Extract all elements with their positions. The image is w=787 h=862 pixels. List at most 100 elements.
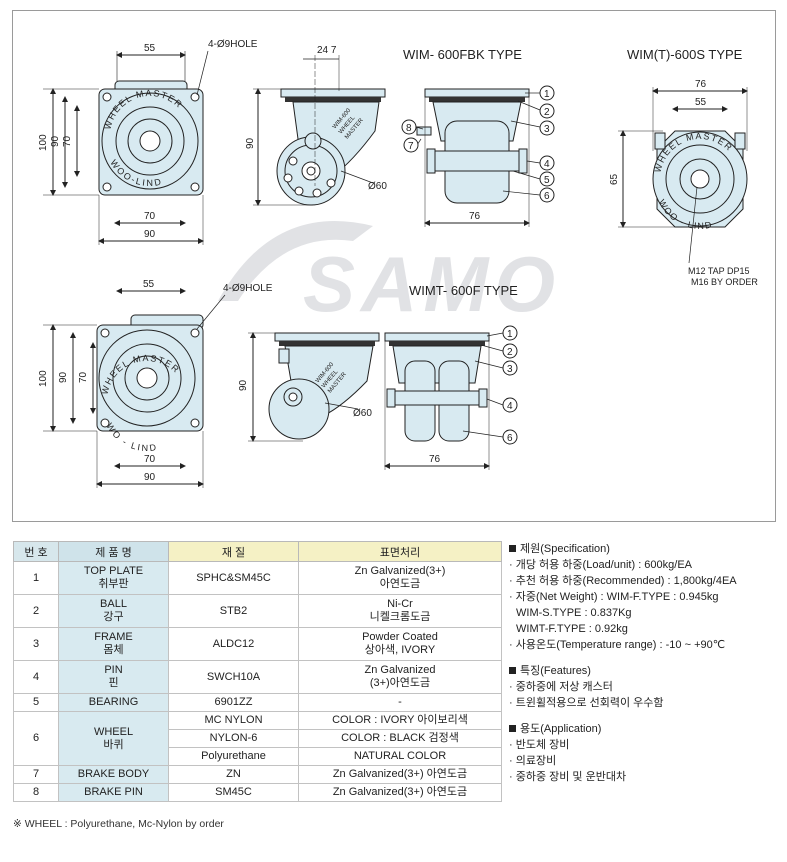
- row-material: STB2: [168, 594, 299, 628]
- features-section: 특징(Features) · 중하중에 저상 캐스터 · 트윈휠적용으로 선회력…: [509, 663, 779, 711]
- f-callout-3: 3: [507, 364, 513, 375]
- name-ko: 강구: [103, 611, 124, 623]
- row-material: SPHC&SM45C: [168, 561, 299, 595]
- row-no: 3: [13, 627, 59, 661]
- f-callout-2: 2: [507, 347, 513, 358]
- callout-3: 3: [544, 124, 550, 135]
- dim-90: 90: [50, 135, 61, 147]
- name-ko: 취부판: [98, 578, 129, 590]
- title-f: WIMT- 600F TYPE: [409, 283, 518, 298]
- application-line: · 반도체 장비: [509, 739, 570, 751]
- application-section: 용도(Application) · 반도체 장비 · 의료장비 · 중하중 장비…: [509, 721, 779, 785]
- fbk-callouts: 1 2 3 4 5 6 7 8: [401, 85, 555, 203]
- tap-label-2: M16 BY ORDER: [691, 277, 758, 287]
- tap-label-1: M12 TAP DP15: [688, 266, 750, 276]
- row-no: 8: [13, 783, 59, 802]
- dim-76-s: 76: [695, 79, 707, 90]
- table-subrow: NYLON-6 COLOR : BLACK 검정색: [14, 729, 502, 748]
- row-no: 4: [13, 660, 59, 694]
- table-row: 8 BRAKE PIN SM45C Zn Galvanized(3+) 아연도금: [13, 783, 502, 802]
- spec-line: · 개당 허용 하중(Load/unit) : 600kg/EA: [509, 559, 693, 571]
- name-ko: 바퀴: [103, 738, 124, 751]
- table-row: 7 BRAKE BODY ZN Zn Galvanized(3+) 아연도금: [13, 765, 502, 784]
- row-material: ALDC12: [168, 627, 299, 661]
- row-no: 5: [13, 693, 59, 712]
- bullet-square-icon: [509, 666, 516, 674]
- title-fbk: WIM- 600FBK TYPE: [403, 47, 522, 62]
- name-en: FRAME: [94, 631, 133, 643]
- finish-line: Zn Galvanized: [364, 664, 436, 676]
- s-type-view: WIM(T)-600S TYPE WHEEL MASTER WOO - LIND…: [609, 47, 758, 287]
- spec-line: · 자중(Net Weight) : WIM-F.TYPE : 0.945kg: [509, 591, 719, 603]
- dim-55-s: 55: [695, 97, 707, 108]
- spec-title-text: 제원(Specification): [520, 543, 610, 555]
- f-callouts: 1 2 3 4 6: [462, 325, 518, 445]
- spec-title: 제원(Specification): [509, 541, 779, 557]
- f-top-view: WHEEL MASTER WO - LIND 55 4-Ø9HOLE 100 9…: [38, 279, 273, 488]
- callout-7: 7: [408, 141, 414, 152]
- finish-line: (3+)아연도금: [369, 677, 431, 689]
- row-name: BRAKE BODY: [58, 765, 169, 784]
- dim-90-f: 90: [58, 371, 69, 383]
- row-no: 6: [13, 711, 59, 766]
- spec-line: · 사용온도(Temperature range) : -10 ~ +90℃: [509, 639, 726, 651]
- spec-line: WIMT-F.TYPE : 0.92kg: [516, 623, 628, 635]
- f-side-view: WIM-600 WHEEL MASTER 90 Ø60: [238, 332, 380, 442]
- table-header-row: 번 호 제 품 명 재 질 표면처리: [13, 541, 502, 562]
- application-line: · 의료장비: [509, 755, 557, 767]
- header-material: 재 질: [168, 541, 299, 562]
- caster-drawings: SAMO WHEEL MASTER WOO-LIND 55 4-Ø9HOLE 1…: [38, 39, 758, 488]
- name-en: TOP PLATE: [83, 565, 144, 577]
- dim-70-f: 70: [78, 371, 89, 383]
- finish-line: 상아색, IVORY: [364, 644, 436, 656]
- dim-100-f: 100: [38, 370, 49, 387]
- dim-d60-f: Ø60: [353, 408, 372, 419]
- feature-line: · 중하중에 저상 캐스터: [509, 681, 613, 693]
- row-finish: COLOR : IVORY 아이보리색: [298, 711, 502, 730]
- f-callout-1: 1: [507, 329, 513, 340]
- row-material: NYLON-6: [168, 729, 299, 748]
- row-no: 1: [13, 561, 59, 595]
- dim-90h: 90: [144, 229, 156, 240]
- dim-70: 70: [62, 135, 73, 147]
- finish-line: Ni-Cr: [387, 598, 413, 610]
- name-en: PIN: [104, 664, 123, 676]
- samo-watermark: SAMO: [218, 221, 561, 328]
- callout-1: 1: [544, 89, 550, 100]
- row-finish: Zn Galvanized(3+)아연도금: [298, 561, 502, 595]
- row-finish: Zn Galvanized(3+) 아연도금: [298, 783, 502, 802]
- spec-info-panel: 제원(Specification) · 개당 허용 하중(Load/unit) …: [509, 541, 779, 795]
- dim-90-side: 90: [245, 137, 256, 149]
- features-title: 특징(Features): [509, 663, 779, 679]
- fbk-top-view: WHEEL MASTER WOO-LIND 55 4-Ø9HOLE 100 90…: [38, 39, 258, 245]
- spec-line: WIM-S.TYPE : 0.837Kg: [516, 607, 632, 619]
- row-material: SM45C: [168, 783, 299, 802]
- row-no: 7: [13, 765, 59, 784]
- wheel-note: ※ WHEEL : Polyurethane, Mc-Nylon by orde…: [13, 818, 224, 830]
- finish-line: Zn Galvanized(3+): [354, 565, 446, 577]
- row-material: MC NYLON: [168, 711, 299, 730]
- finish-line: 아연도금: [379, 578, 421, 590]
- dim-90-fside: 90: [238, 379, 249, 391]
- dim-70h: 70: [144, 211, 156, 222]
- watermark-text: SAMO: [303, 240, 561, 328]
- dim-70h-f: 70: [144, 454, 156, 465]
- row-name: BEARING: [58, 693, 169, 712]
- f-callout-6: 6: [507, 433, 513, 444]
- fbk-front-view: WIM- 600FBK TYPE 76 1 2 3 4 5 6 7: [401, 47, 555, 227]
- header-finish: 표면처리: [298, 541, 502, 562]
- dim-55-f: 55: [143, 279, 155, 290]
- feature-line: · 트윈휠적용으로 선회력이 우수함: [509, 697, 664, 709]
- row-finish: Zn Galvanized(3+)아연도금: [298, 660, 502, 694]
- callout-4: 4: [544, 159, 550, 170]
- dim-55: 55: [144, 43, 156, 54]
- row-finish: NATURAL COLOR: [298, 747, 502, 766]
- bullet-square-icon: [509, 544, 516, 552]
- callout-2: 2: [544, 107, 550, 118]
- row-material: 6901ZZ: [168, 693, 299, 712]
